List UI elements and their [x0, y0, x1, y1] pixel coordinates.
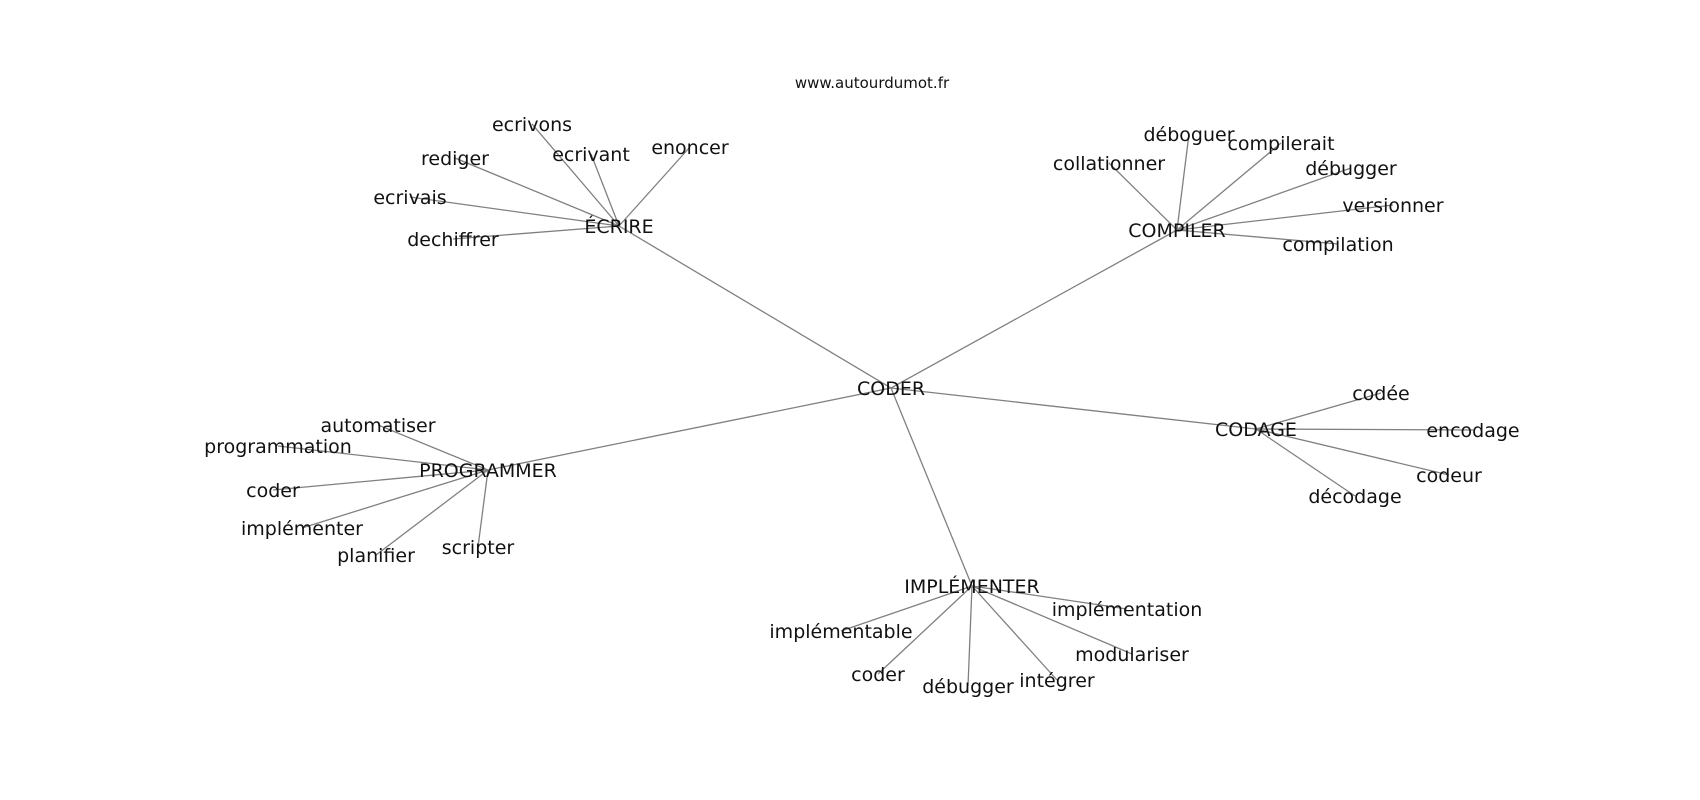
node-hub-ecrire: ÉCRIRE [584, 215, 653, 238]
edge-codage-codeur [1255, 428, 1450, 476]
edge-compiler-compilerait [1176, 142, 1282, 231]
edge-ecrire-rediger [454, 157, 620, 227]
edge-center-codage [890, 387, 1257, 430]
edge-compiler-deboguer [1176, 133, 1190, 231]
node-leaf-automatiser: automatiser [320, 415, 435, 437]
edge-ecrire-ecrivais [409, 196, 620, 227]
edge-ecrire-dechiffrer [452, 225, 620, 240]
node-leaf-dechiffrer: dechiffrer [407, 229, 499, 251]
edge-compiler-collationner [1108, 162, 1178, 231]
edge-implementer-coder [877, 585, 973, 675]
node-hub-compiler: COMPILER [1128, 220, 1225, 242]
node-leaf-implementer: implémenter [241, 518, 363, 540]
node-leaf-debugger: débugger [922, 676, 1014, 698]
node-leaf-compilation: compilation [1282, 234, 1393, 256]
node-leaf-enoncer: enoncer [651, 137, 729, 159]
edge-center-compiler [890, 229, 1178, 389]
node-leaf-codee: codée [1352, 383, 1410, 405]
edge-center-implementer [890, 387, 973, 587]
node-leaf-rediger: rediger [421, 148, 489, 170]
edge-compiler-compilation [1176, 229, 1339, 245]
edge-implementer-implementation [971, 585, 1128, 610]
edge-ecrire-ecrivant [590, 153, 620, 227]
edge-codage-codee [1255, 392, 1382, 430]
node-leaf-debugger: débugger [1305, 158, 1397, 180]
edge-center-ecrire [618, 225, 892, 389]
node-leaf-programmation: programmation [204, 436, 352, 458]
node-hub-codage: CODAGE [1215, 419, 1297, 441]
node-leaf-ecrivant: ecrivant [552, 144, 630, 166]
edge-programmer-implementer [301, 469, 489, 529]
node-leaf-encodage: encodage [1426, 420, 1519, 442]
node-leaf-implementation: implémentation [1052, 599, 1203, 621]
node-leaf-decodage: décodage [1308, 486, 1401, 508]
edge-programmer-programmation [277, 445, 489, 471]
edge-programmer-scripter [477, 469, 489, 548]
node-leaf-codeur: codeur [1416, 465, 1482, 487]
edge-programmer-coder [272, 469, 489, 491]
node-leaf-coder: coder [246, 480, 300, 502]
node-leaf-ecrivais: ecrivais [373, 187, 446, 209]
edge-programmer-planifier [375, 469, 489, 556]
node-hub-implementer: IMPLÉMENTER [904, 575, 1039, 598]
node-leaf-implementable: implémentable [769, 621, 912, 643]
node-leaf-deboguer: déboguer [1143, 124, 1234, 146]
edge-center-programmer [487, 387, 892, 471]
node-leaf-coder: coder [851, 664, 905, 686]
node-leaf-modulariser: modulariser [1075, 644, 1189, 666]
node-leaf-planifier: planifier [337, 545, 415, 567]
edge-implementer-integrer [971, 585, 1058, 681]
edge-codage-decodage [1255, 428, 1356, 497]
edge-implementer-implementable [840, 585, 973, 632]
edge-layer [272, 123, 1474, 687]
edge-programmer-automatiser [377, 424, 489, 471]
node-leaf-ecrivons: ecrivons [492, 114, 572, 136]
edge-ecrire-enoncer [618, 146, 691, 227]
node-hub-programmer: PROGRAMMER [419, 460, 557, 482]
edge-implementer-modulariser [971, 585, 1133, 655]
node-center: CODER [857, 378, 925, 400]
node-leaf-collationner: collationner [1053, 153, 1165, 175]
edge-implementer-debugger [967, 585, 973, 687]
label-layer: www.autourdumot.fr CODER ÉCRIRE ecrivons ec… [204, 74, 1519, 698]
edge-compiler-debugger [1176, 167, 1352, 231]
source-url: www.autourdumot.fr [795, 74, 950, 92]
edge-ecrire-ecrivons [531, 123, 620, 227]
edge-codage-encodage [1255, 428, 1474, 431]
node-leaf-integrer: intégrer [1019, 670, 1095, 692]
edge-compiler-versionner [1176, 204, 1394, 231]
node-leaf-versionner: versionner [1342, 195, 1443, 217]
node-leaf-scripter: scripter [442, 537, 515, 559]
node-leaf-compilerait: compilerait [1227, 133, 1334, 155]
